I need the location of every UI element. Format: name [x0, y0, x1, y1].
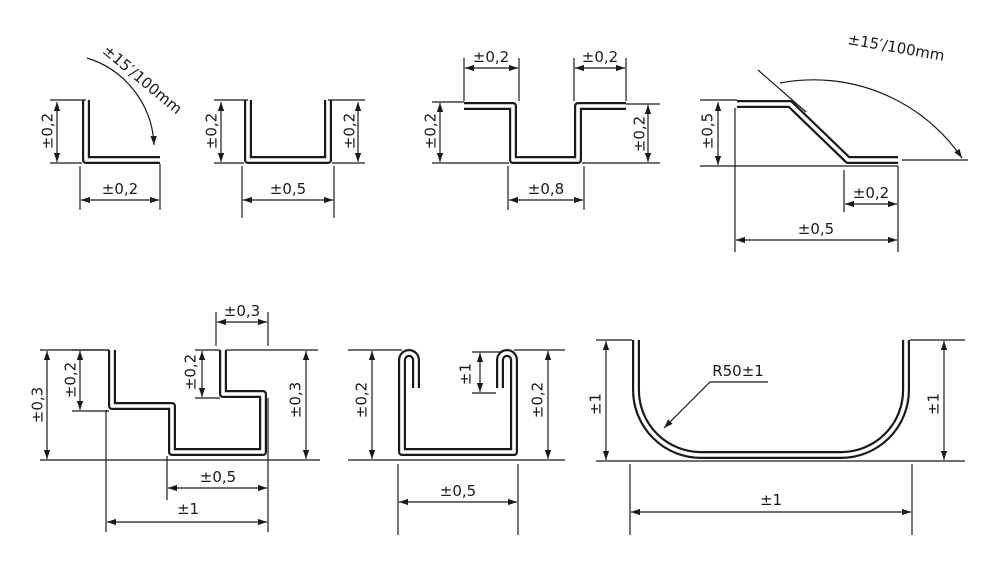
p1-angle-label: ±15′/100mm [99, 41, 186, 118]
p3-right-height-label: ±0,2 [631, 116, 649, 152]
p5-bottom-width-label: ±0,5 [200, 468, 236, 486]
p1-width-label: ±0,2 [102, 180, 138, 198]
profile-5: ±0,3 ±0,3 ±0,2 ±0,2 ±0,3 ±0,5 ±1 [29, 302, 320, 532]
p5-top-label: ±0,3 [224, 302, 260, 320]
p2-right-height-label: ±0,2 [341, 113, 359, 149]
profile-4: ±0,5 ±0,2 ±0,5 ±15′/100mm [699, 30, 968, 252]
p4-flange-label: ±0,2 [853, 184, 889, 202]
p7-radius-label: R50±1 [712, 362, 764, 380]
p6-inner-lip-label: ±1 [457, 363, 475, 385]
p5-outer-left-height-label: ±0,3 [29, 387, 47, 423]
p7-left-height-label: ±1 [587, 393, 605, 415]
p2-left-height-label: ±0,2 [203, 113, 221, 149]
p7-right-height-label: ±1 [925, 393, 943, 415]
p4-angle-label: ±15′/100mm [846, 30, 946, 65]
p5-inner-right-height-label: ±0,2 [182, 354, 200, 390]
p6-left-height-label: ±0,2 [353, 382, 371, 418]
p4-total-width-label: ±0,5 [798, 220, 834, 238]
p3-bottom-width-label: ±0,8 [528, 180, 564, 198]
p3-right-flange-label: ±0,2 [582, 48, 618, 66]
profile-6: ±0,2 ±1 ±0,2 ±0,5 [348, 349, 565, 535]
profile-1: ±0,2 ±0,2 ±15′/100mm [39, 41, 186, 210]
profile-2: ±0,2 ±0,2 ±0,5 [203, 99, 365, 218]
p6-right-height-label: ±0,2 [529, 382, 547, 418]
p3-left-flange-label: ±0,2 [473, 48, 509, 66]
p2-width-label: ±0,5 [270, 180, 306, 198]
p7-width-label: ±1 [760, 491, 782, 509]
p5-total-width-label: ±1 [177, 500, 199, 518]
p6-width-label: ±0,5 [440, 482, 476, 500]
profile-3: ±0,2 ±0,2 ±0,2 ±0,2 ±0,8 [422, 48, 660, 210]
p5-right-height-label: ±0,3 [287, 382, 305, 418]
p4-height-label: ±0,5 [699, 113, 717, 149]
p3-left-height-label: ±0,2 [422, 113, 440, 149]
profile-7: ±1 ±1 ±1 R50±1 [587, 339, 965, 535]
p1-height-label: ±0,2 [39, 113, 57, 149]
p5-inner-left-height-label: ±0,2 [62, 362, 80, 398]
